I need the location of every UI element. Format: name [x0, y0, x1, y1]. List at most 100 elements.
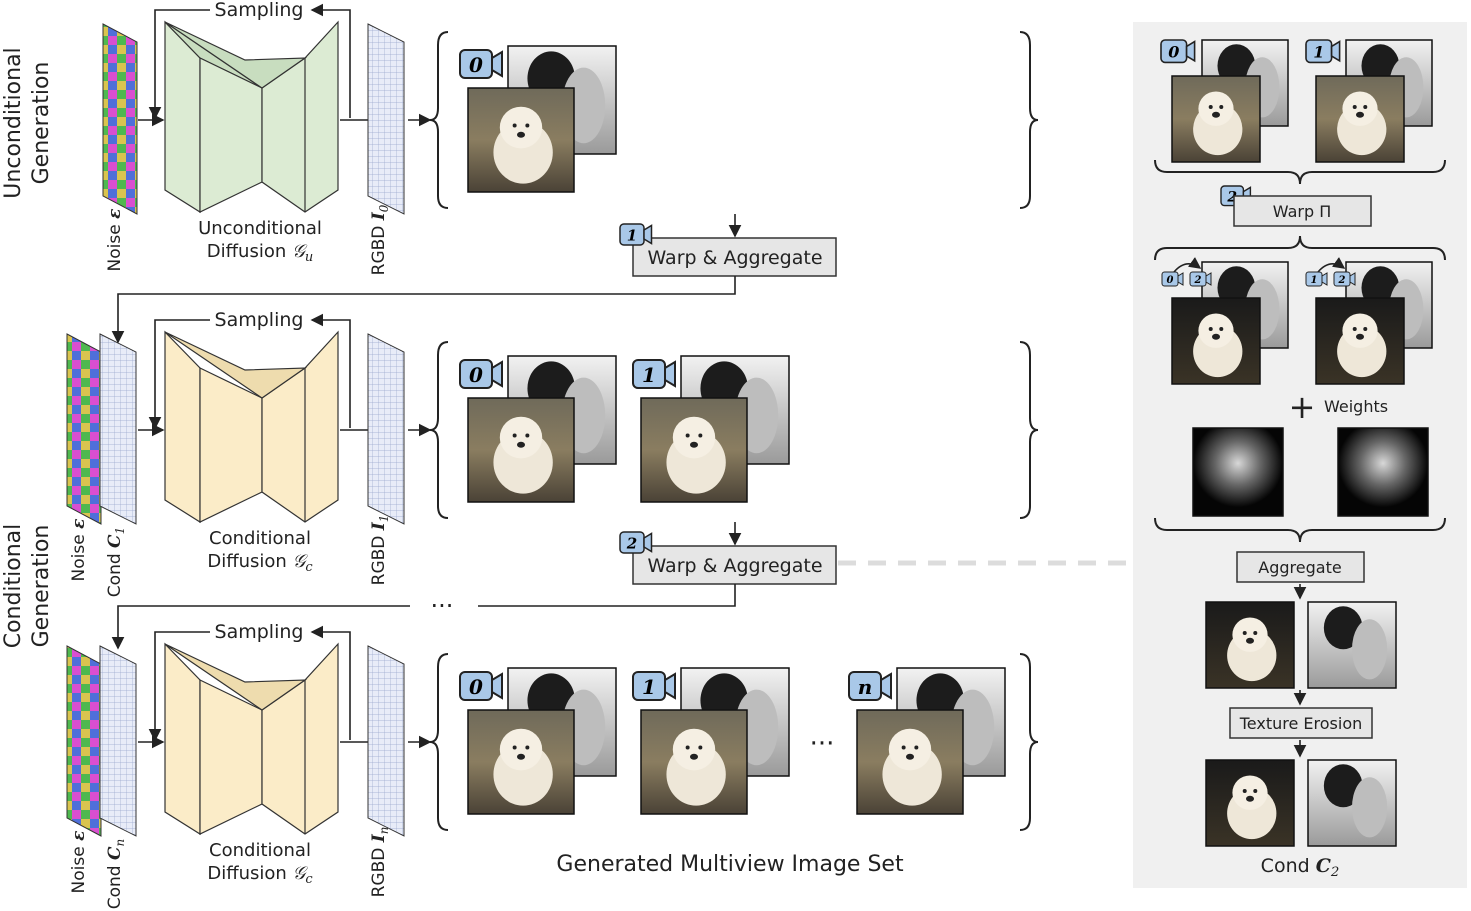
camera-index: 1 [642, 675, 656, 699]
dog-eye [1208, 326, 1213, 331]
camera-icon: 0 [459, 671, 503, 701]
dog-eye [1363, 104, 1368, 109]
unet-right-wing [261, 330, 339, 523]
plus-sign: + [1289, 388, 1316, 426]
camera-index: 0 [469, 675, 483, 699]
diffusion-symbol: 𝒢 [293, 551, 309, 572]
depth-far [1352, 619, 1388, 680]
diffusion-word: Diffusion [207, 241, 292, 262]
diffusion-symbol: 𝒢 [292, 241, 308, 262]
rgbd-label-text: RGBD In [369, 827, 391, 898]
dog-head [888, 728, 932, 771]
rgbd-label: RGBD In [369, 827, 391, 898]
dog-nose [1212, 111, 1220, 118]
camera-icon: 0 [459, 359, 503, 389]
warp-box-label: Warp & Aggregate [647, 555, 822, 577]
dog-photo [1315, 75, 1405, 163]
camera-icon: 2 [1189, 271, 1212, 287]
panel-view-pair [1171, 39, 1289, 163]
dog-nose [1246, 637, 1254, 644]
texture-erosion-box [1229, 707, 1373, 739]
warp-curve-arrow [1317, 257, 1346, 273]
dog-head [1232, 617, 1268, 652]
camera-index: 1 [627, 227, 637, 245]
warp-box-label: Warp & Aggregate [647, 247, 822, 269]
diffusion-label-line1: Unconditional [198, 218, 322, 239]
diffusion-label-line2: Diffusion 𝒢c [207, 863, 313, 887]
dog-eye [698, 745, 703, 750]
noise-label-symbol: ε [69, 831, 89, 841]
panel-brace-top [1154, 159, 1446, 185]
camera-icon: 1 [619, 223, 653, 246]
cond-label-subscript: n [113, 839, 127, 847]
noise-plane [66, 645, 102, 837]
sampling-loop-left [148, 9, 210, 120]
camera-icon: 1 [632, 671, 676, 701]
dog-head [1342, 313, 1378, 348]
camera-icon: 0 [459, 49, 503, 79]
warp-output-arrow [111, 605, 410, 650]
noise-label: Noise ε [105, 209, 125, 272]
noise-plane [102, 23, 138, 215]
rgbd-view: 1 [632, 667, 790, 815]
diffusion-word: Diffusion [207, 863, 292, 884]
diffusion-label-line2: Diffusion 𝒢u [207, 241, 313, 265]
sampling-loop-right [310, 625, 351, 740]
camera-lens [643, 224, 653, 245]
weight-map [1337, 427, 1429, 517]
camera-index: 1 [1313, 43, 1324, 62]
rgbd-label: RGBD I1 [369, 515, 391, 586]
sampling-label: Sampling [215, 0, 304, 21]
diffusion-subscript: c [305, 872, 313, 887]
cond-plane [99, 645, 137, 837]
camera-index: 0 [1167, 275, 1174, 286]
dog-head [672, 416, 716, 459]
weight-map [1192, 427, 1284, 517]
left-brace [429, 341, 449, 519]
dog-eye [512, 745, 517, 750]
dog-eye [512, 433, 517, 438]
warp-ellipsis: ··· [431, 592, 454, 620]
camera-index: 2 [1226, 189, 1237, 205]
weights-label: Weights [1324, 397, 1388, 416]
dog-nose [1356, 333, 1364, 340]
panel-view-pair [1315, 261, 1433, 385]
camera-index: n [858, 675, 873, 699]
noise-label-symbol: ε [105, 209, 125, 219]
left-brace [429, 31, 449, 209]
rgbd-view: 0 [459, 667, 617, 815]
cond-label-subscript: 1 [113, 527, 127, 535]
dog-nose [517, 131, 525, 138]
camera-lens [643, 532, 653, 553]
diffusion-label-line1: Conditional [209, 840, 311, 861]
dog-head [499, 106, 543, 149]
rgbd-plane [367, 645, 405, 837]
camera-index: 0 [469, 363, 483, 387]
warp-output-line [478, 584, 736, 607]
camera-icon: 1 [1305, 39, 1341, 64]
dog-eye [685, 433, 690, 438]
noise-label-text: Noise ε [69, 831, 89, 894]
cond-c2-label: Cond C2 [1261, 855, 1340, 880]
dog-photo [856, 709, 964, 815]
cond-label-word: Cond [105, 860, 125, 909]
warp-output-arrow [111, 276, 736, 344]
camera-lens [1330, 40, 1341, 63]
camera-lens [491, 50, 503, 78]
diffusion-subscript: u [305, 250, 313, 265]
camera-icon: 0 [1161, 271, 1184, 287]
rgbd-label-symbol: I [369, 521, 389, 531]
diffusion-subscript: c [305, 560, 313, 575]
cond-label-text: Cond Cn [105, 839, 127, 909]
sampling-loop-right [310, 3, 351, 118]
warp-curve-arrow [1173, 257, 1202, 273]
dog-eye [512, 123, 517, 128]
cond-label: Cond C1 [105, 527, 127, 597]
noise-label-text: Noise ε [105, 209, 125, 272]
dog-eye [914, 745, 919, 750]
